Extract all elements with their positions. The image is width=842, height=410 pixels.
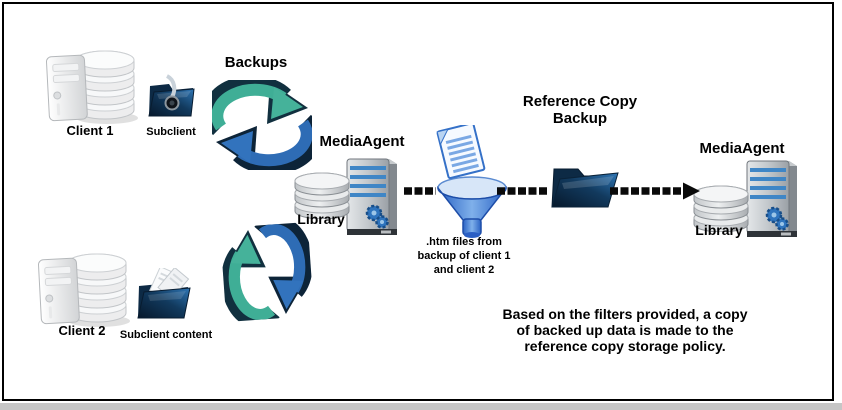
window-bottom-edge — [0, 403, 842, 410]
library-right-label: Library — [695, 222, 743, 238]
client1-label: Client 1 — [66, 123, 114, 138]
library-left-label: Library — [297, 211, 345, 227]
diagram-note: Based on the filters provided, a copy of… — [502, 306, 748, 355]
subclient-content-folder-papers-icon — [137, 268, 191, 319]
client2-computer-database-icon — [38, 253, 130, 327]
reference-copy-backup-title: Reference Copy Backup — [522, 93, 638, 128]
backups-label: Backups — [224, 54, 288, 71]
mediaagent-left-server-icon — [346, 158, 397, 235]
library-left-disk-stack-icon — [294, 172, 350, 219]
mediaagent-left-label: MediaAgent — [319, 133, 405, 150]
backup-sync-top-circular-arrows-icon — [212, 80, 312, 170]
subclient-locked-folder-icon — [148, 74, 195, 117]
subclient-content-label: Subclient content — [119, 329, 213, 341]
client2-label: Client 2 — [58, 323, 106, 338]
backup-sync-bottom-circular-arrows-icon — [220, 222, 314, 322]
client1-computer-database-icon — [46, 50, 138, 124]
mediaagent-right-server-icon — [746, 160, 797, 237]
subclient-label: Subclient — [146, 126, 196, 138]
filter-funnel-document-icon — [436, 125, 507, 238]
reference-copy-open-folder-icon — [551, 168, 619, 208]
mediaagent-right-label: MediaAgent — [699, 140, 785, 157]
filter-caption: .htm files from backup of client 1 and c… — [417, 236, 511, 276]
